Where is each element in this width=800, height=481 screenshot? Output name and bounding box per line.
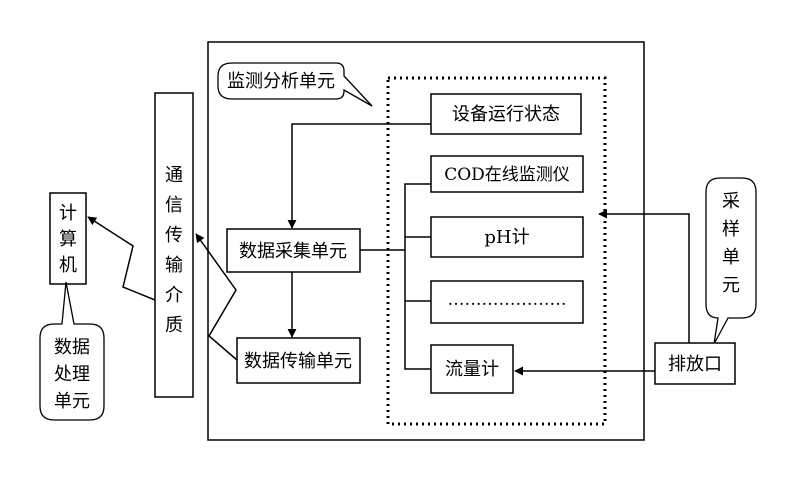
comm-medium-box: 通 信 传 输 介 质 — [154, 92, 194, 398]
data-processing-callout: 数据 处理 单元 — [39, 281, 105, 421]
sampling-unit-char-3: 单 — [722, 247, 740, 268]
sampling-unit-char-2: 样 — [722, 219, 740, 240]
ph-meter-label: pH计 — [484, 227, 529, 248]
comm-medium-char-1: 通 — [165, 165, 183, 186]
data-processing-line-1: 数据 — [54, 337, 90, 358]
medium-to-computer-arrow — [87, 216, 156, 301]
data-transmission-label: 数据传输单元 — [244, 351, 352, 372]
equipment-status-box: 设备运行状态 — [430, 93, 582, 135]
flow-meter-box: 流量计 — [430, 344, 514, 394]
system-boundary — [207, 41, 645, 441]
cod-monitor-box: COD在线监测仪 — [430, 155, 584, 193]
discharge-outlet-box: 排放口 — [654, 342, 736, 385]
data-acquisition-box: 数据采集单元 — [226, 228, 361, 273]
comm-medium-char-4: 输 — [165, 255, 183, 276]
connectors — [87, 123, 690, 376]
computer-box: 计 算 机 — [49, 192, 87, 285]
computer-char-1: 计 — [59, 203, 77, 224]
computer-char-3: 机 — [59, 255, 77, 276]
other-instruments-label: ………………… — [448, 290, 567, 310]
instrument-bracket — [404, 183, 431, 370]
cod-monitor-label: COD在线监测仪 — [444, 165, 570, 185]
sampling-unit-char-1: 采 — [722, 191, 740, 212]
data-transmission-box: 数据传输单元 — [236, 337, 361, 384]
monitoring-unit-label: 监测分析单元 — [227, 71, 335, 92]
sampling-unit-char-4: 元 — [722, 275, 740, 296]
outlet-to-monitor-arrow — [598, 209, 690, 343]
status-to-acquisition-arrow — [287, 123, 431, 229]
equipment-status-label: 设备运行状态 — [452, 104, 560, 125]
computer-char-2: 算 — [59, 229, 77, 250]
comm-medium-char-6: 质 — [165, 315, 183, 336]
data-acquisition-label: 数据采集单元 — [239, 241, 347, 262]
comm-medium-char-2: 信 — [165, 195, 183, 216]
data-processing-line-3: 单元 — [54, 391, 90, 412]
monitoring-unit-callout: 监测分析单元 — [217, 62, 373, 107]
ph-meter-box: pH计 — [430, 216, 584, 258]
comm-medium-char-5: 介 — [165, 285, 183, 306]
flow-meter-label: 流量计 — [445, 359, 499, 380]
data-processing-line-2: 处理 — [54, 364, 90, 385]
monitoring-unit-boundary — [386, 76, 607, 426]
discharge-outlet-label: 排放口 — [668, 354, 722, 375]
comm-medium-char-3: 传 — [165, 225, 183, 246]
transmission-to-medium-arrow — [195, 233, 238, 361]
sampling-unit-callout: 采 样 单 元 — [705, 177, 757, 345]
other-instruments-box: ………………… — [430, 280, 584, 324]
